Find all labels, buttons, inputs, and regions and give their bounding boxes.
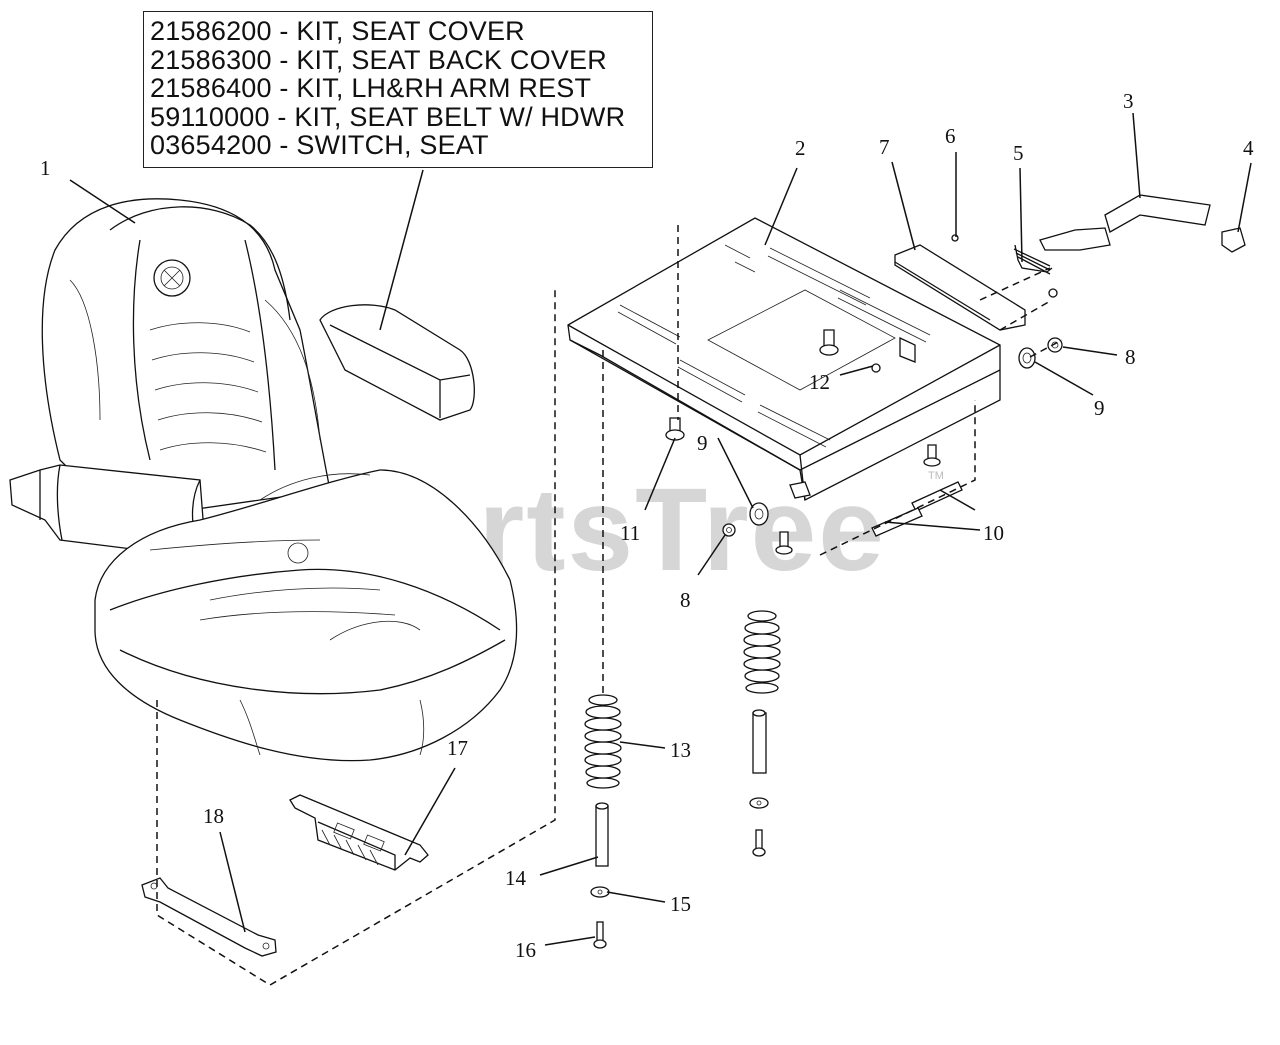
kit-list-box: 21586200 - KIT, SEAT COVER 21586300 - KI… — [143, 11, 653, 168]
callout-6: 6 — [945, 124, 956, 148]
watermark-trademark: TM — [928, 470, 944, 482]
callout-17: 17 — [447, 736, 468, 760]
seat-bracket-17 — [289, 794, 429, 871]
seat-base-plate — [567, 217, 1001, 501]
kit-list-line: 21586200 - KIT, SEAT COVER — [150, 16, 525, 46]
callout-16: 16 — [515, 938, 536, 962]
callout-8-left: 8 — [680, 588, 691, 612]
kit-list-line: 59110000 - KIT, SEAT BELT W/ HDWR — [150, 101, 626, 132]
callout-3: 3 — [1123, 89, 1134, 113]
callout-10: 10 — [983, 521, 1004, 545]
callout-9-right: 9 — [1094, 396, 1105, 420]
callout-9-left: 9 — [697, 431, 708, 455]
kit-list-line: 03654200 - SWITCH, SEAT — [150, 130, 489, 160]
seat-drawing — [9, 198, 518, 762]
callout-8-right: 8 — [1125, 345, 1136, 369]
spring-isolator-left — [584, 694, 622, 949]
adjust-lever — [1039, 194, 1246, 253]
callout-18: 18 — [203, 804, 224, 828]
callout-14: 14 — [505, 866, 526, 890]
kit-list-line: 21586400 - KIT, LH&RH ARM REST — [150, 73, 592, 103]
spring-isolator-right — [743, 610, 781, 857]
hardware — [665, 329, 1063, 555]
assembly-lines — [156, 225, 1063, 986]
callout-12: 12 — [809, 370, 830, 394]
switch-bracket — [894, 244, 1026, 331]
callout-4: 4 — [1243, 136, 1254, 160]
callout-13: 13 — [670, 738, 691, 762]
seat-bracket-18 — [141, 877, 277, 957]
kit-list-line: 21586300 - KIT, SEAT BACK COVER — [150, 44, 607, 75]
callout-5: 5 — [1013, 141, 1024, 165]
leader-lines — [69, 112, 1252, 946]
callout-15: 15 — [670, 892, 691, 916]
callout-1: 1 — [40, 156, 51, 180]
callout-11: 11 — [620, 521, 641, 545]
callout-7: 7 — [879, 135, 890, 159]
callout-2: 2 — [795, 136, 806, 160]
